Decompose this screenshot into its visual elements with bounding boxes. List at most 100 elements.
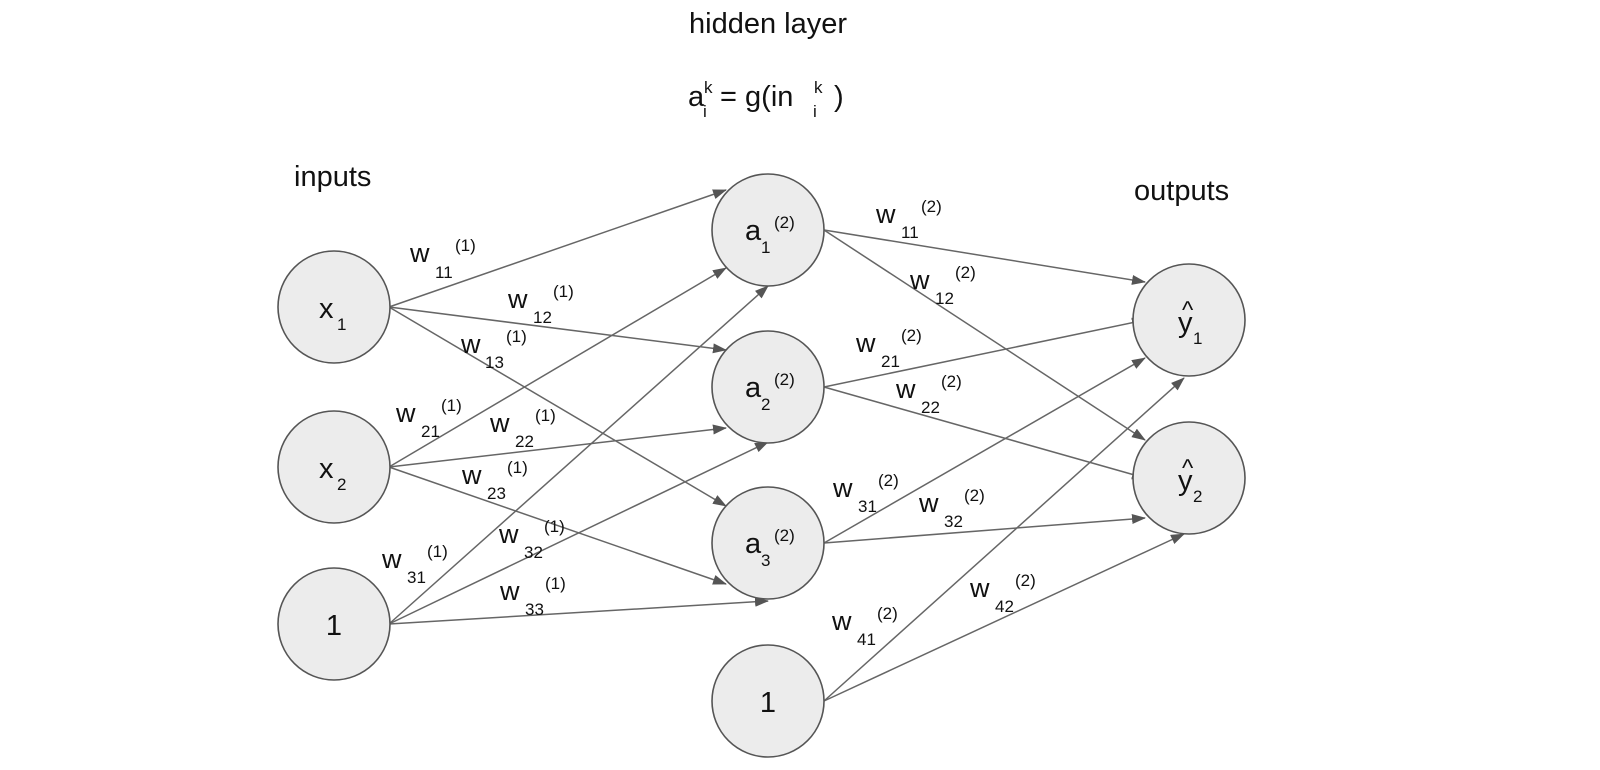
svg-text:w: w xyxy=(507,284,528,314)
svg-text:1: 1 xyxy=(337,315,346,334)
svg-text:a: a xyxy=(745,215,762,247)
formula-lhs-base: a xyxy=(688,81,705,113)
svg-text:31: 31 xyxy=(407,568,426,587)
svg-text:2: 2 xyxy=(1193,487,1202,506)
edge-a3-y2 xyxy=(823,514,1146,544)
node-y2: ^ y 2 xyxy=(1132,421,1246,535)
edge-x2-a1 xyxy=(388,267,727,468)
svg-text:(1): (1) xyxy=(545,574,566,593)
weight-w41-2: w 41 (2) xyxy=(831,604,898,649)
svg-text:12: 12 xyxy=(533,308,552,327)
weight-w32-2: w 32 (2) xyxy=(918,486,985,531)
svg-text:23: 23 xyxy=(487,484,506,503)
svg-text:13: 13 xyxy=(485,353,504,372)
weight-w31-2: w 31 (2) xyxy=(832,471,899,516)
svg-text:21: 21 xyxy=(881,352,900,371)
svg-text:(1): (1) xyxy=(441,396,462,415)
svg-text:w: w xyxy=(855,328,876,358)
edge-a1-y2 xyxy=(823,229,1146,441)
svg-text:a: a xyxy=(745,528,762,560)
svg-text:(1): (1) xyxy=(506,327,527,346)
weight-w42-2: w 42 (2) xyxy=(969,571,1036,616)
svg-text:(2): (2) xyxy=(901,326,922,345)
weight-w21-1: w 21 (1) xyxy=(395,396,462,441)
svg-text:^: ^ xyxy=(1182,455,1194,482)
edge-bias-y2 xyxy=(823,533,1185,702)
svg-text:a: a xyxy=(688,81,705,113)
formula-lhs-sup: k xyxy=(704,78,713,97)
svg-text:w: w xyxy=(875,199,896,229)
svg-text:w: w xyxy=(381,544,402,574)
svg-text:(1): (1) xyxy=(507,458,528,477)
node-x1: x 1 xyxy=(277,250,391,364)
outputs-label: outputs xyxy=(1134,175,1229,207)
formula-rhs-sup: k xyxy=(814,78,823,97)
svg-text:y: y xyxy=(1178,465,1193,497)
svg-text:x: x xyxy=(319,293,334,325)
weight-w22-1: w 22 (1) xyxy=(489,406,556,451)
svg-text:1: 1 xyxy=(760,687,776,719)
edge-x2-a2 xyxy=(388,424,727,468)
svg-text:(2): (2) xyxy=(877,604,898,623)
edge-a1-y1 xyxy=(823,229,1146,285)
svg-text:(1): (1) xyxy=(553,282,574,301)
node-a1: a 1 (2) xyxy=(711,173,825,287)
svg-text:w: w xyxy=(909,265,930,295)
svg-text:22: 22 xyxy=(515,432,534,451)
edge-a2-y1 xyxy=(823,317,1146,388)
node-a3: a 3 (2) xyxy=(711,486,825,600)
svg-text:x: x xyxy=(319,453,334,485)
formula-rhs-sub: i xyxy=(813,102,817,121)
svg-text:11: 11 xyxy=(435,263,453,282)
weight-w22-2: w 22 (2) xyxy=(895,372,962,417)
svg-text:1: 1 xyxy=(1193,329,1202,348)
edge-bias-a2 xyxy=(388,441,769,625)
svg-text:2: 2 xyxy=(337,475,346,494)
svg-text:w: w xyxy=(918,488,939,518)
svg-text:w: w xyxy=(832,473,853,503)
weight-w12-1: w 12 (1) xyxy=(507,282,574,327)
svg-text:w: w xyxy=(498,519,519,549)
svg-text:31: 31 xyxy=(858,497,877,516)
svg-text:32: 32 xyxy=(524,543,543,562)
svg-text:(1): (1) xyxy=(544,517,565,536)
activation-formula: a k i = g(in k i ) xyxy=(688,78,844,121)
title-hidden-layer: hidden layer xyxy=(689,8,847,40)
svg-text:(1): (1) xyxy=(535,406,556,425)
svg-text:11: 11 xyxy=(901,223,919,242)
svg-text:3: 3 xyxy=(761,551,770,570)
svg-text:1: 1 xyxy=(326,610,342,642)
edge-x1-a3 xyxy=(388,306,727,507)
svg-text:22: 22 xyxy=(921,398,940,417)
svg-text:w: w xyxy=(409,238,430,268)
svg-text:(2): (2) xyxy=(774,526,795,545)
svg-text:w: w xyxy=(489,408,510,438)
edges-layer-1 xyxy=(388,189,769,625)
weight-w11-2: w 11 (2) xyxy=(875,197,942,242)
node-a2: a 2 (2) xyxy=(711,330,825,444)
node-bias-hidden: 1 xyxy=(711,644,825,758)
svg-text:^: ^ xyxy=(1182,297,1194,324)
edge-x2-a3 xyxy=(388,466,727,585)
edge-bias-y1 xyxy=(823,377,1185,702)
svg-text:w: w xyxy=(895,374,916,404)
svg-text:(2): (2) xyxy=(955,263,976,282)
node-x2: x 2 xyxy=(277,410,391,524)
weight-w32-1: w 32 (1) xyxy=(498,517,565,562)
svg-text:33: 33 xyxy=(525,600,544,619)
edge-a2-y2 xyxy=(823,386,1146,480)
svg-text:w: w xyxy=(969,573,990,603)
edges-layer-2 xyxy=(823,229,1185,702)
edge-bias-a1 xyxy=(388,285,769,625)
svg-text:32: 32 xyxy=(944,512,963,531)
formula-equals: = g(in xyxy=(712,81,793,113)
weight-w33-1: w 33 (1) xyxy=(499,574,566,619)
svg-text:(1): (1) xyxy=(427,542,448,561)
svg-text:1: 1 xyxy=(761,238,770,257)
formula-lhs-sub: i xyxy=(703,102,707,121)
edge-a3-y1 xyxy=(823,357,1146,544)
weight-w12-2: w 12 (2) xyxy=(909,263,976,308)
svg-text:a: a xyxy=(745,372,762,404)
svg-text:w: w xyxy=(831,606,852,636)
svg-text:(2): (2) xyxy=(941,372,962,391)
